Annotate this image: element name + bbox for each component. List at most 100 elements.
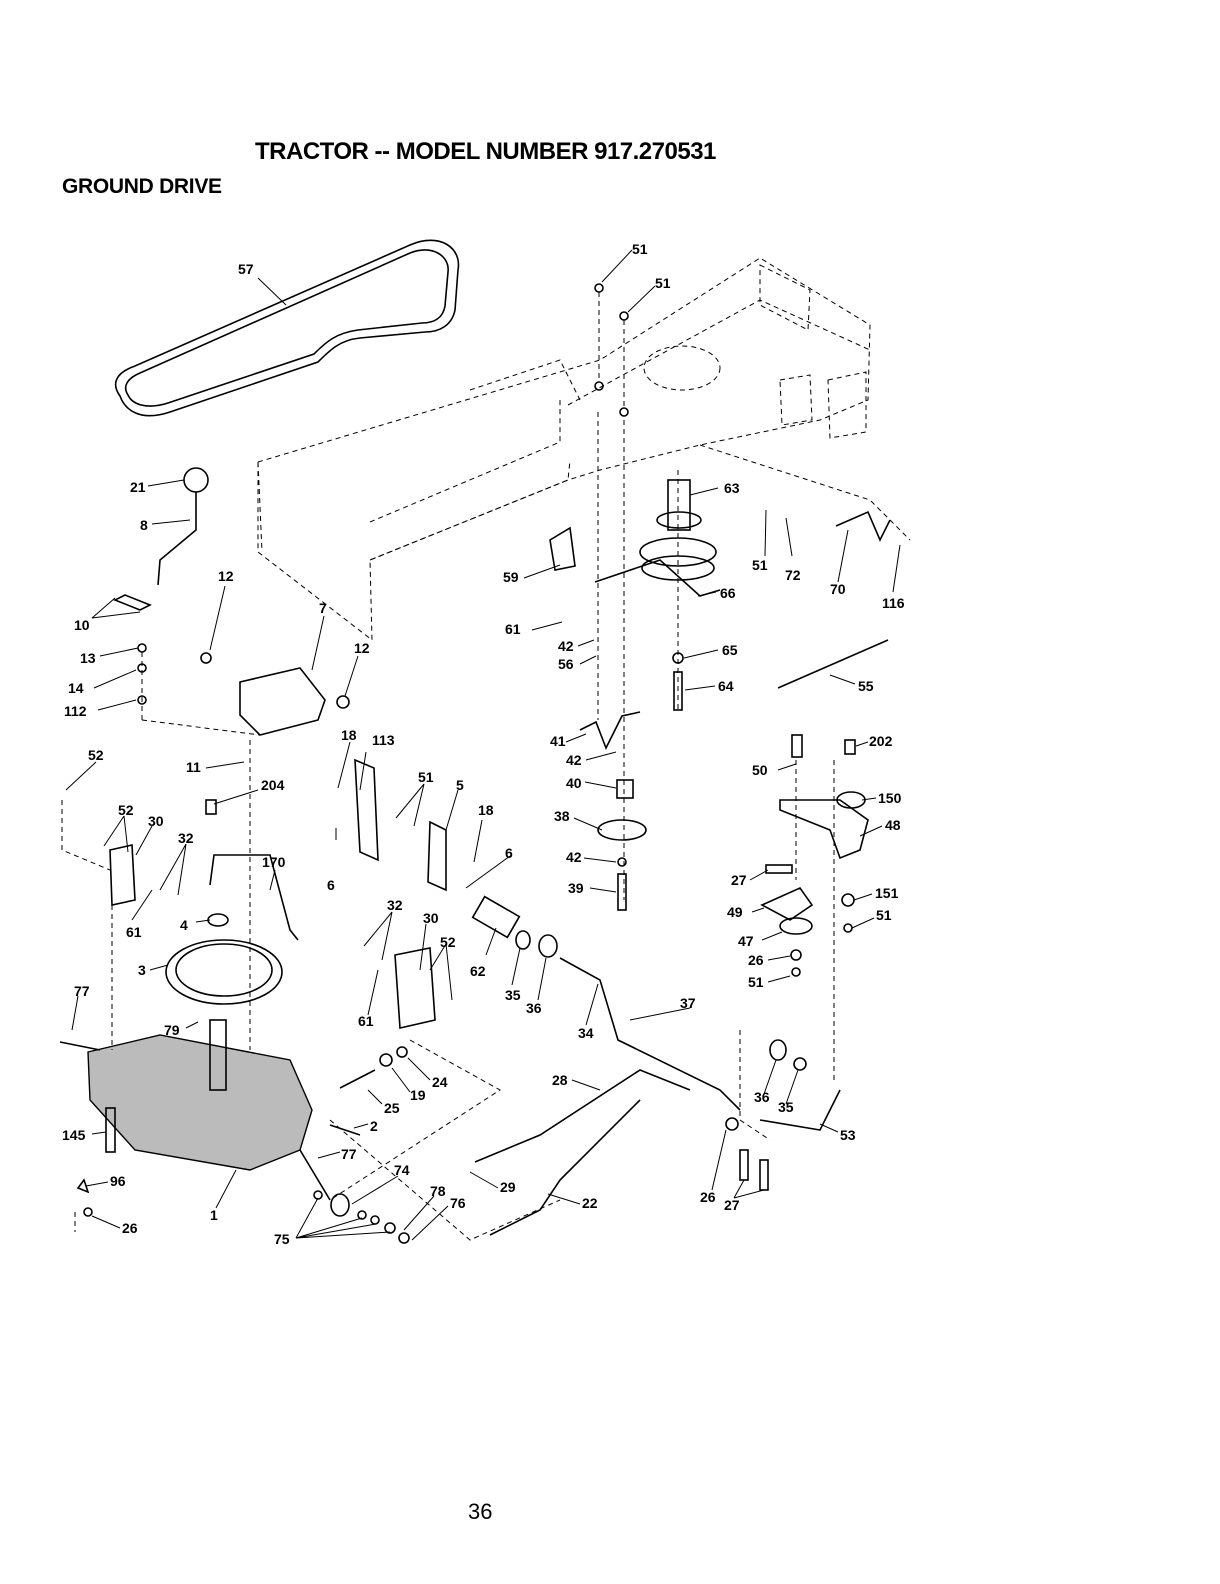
part-label: 40 [566,775,582,791]
page-title: TRACTOR -- MODEL NUMBER 917.270531 [255,138,716,165]
part-label: 36 [754,1089,770,1105]
part-label: 10 [74,617,90,633]
part-label: 42 [566,752,582,768]
part-label: 78 [430,1183,446,1199]
part-label: 36 [526,1000,542,1016]
part-label: 30 [423,910,439,926]
part-label: 150 [878,790,902,806]
part-label: 170 [262,854,286,870]
fasteners [594,283,679,900]
part-label: 57 [238,261,254,277]
part-label: 51 [418,769,434,785]
part-label: 42 [566,849,582,865]
part-label: 113 [372,732,395,748]
part-label: 12 [354,640,370,656]
part-label: 35 [778,1099,794,1115]
part-label: 75 [274,1231,290,1247]
part-label: 6 [327,877,335,893]
part-label: 24 [432,1074,448,1090]
part-label: 6 [505,845,513,861]
part-label: 51 [748,974,764,990]
part-label: 8 [140,517,148,533]
part-label: 18 [478,802,494,818]
part-label: 77 [341,1146,357,1162]
part-label: 26 [122,1220,138,1236]
part-label: 26 [748,952,764,968]
part-label: 74 [394,1162,410,1178]
part-label: 29 [500,1179,516,1195]
part-label: 49 [727,904,743,920]
part-label: 65 [722,642,738,658]
part-label: 22 [582,1195,598,1211]
part-label: 1 [210,1207,218,1223]
drive-belt [114,239,460,417]
part-label: 53 [840,1127,856,1143]
part-label: 61 [358,1013,374,1029]
part-label: 27 [731,872,747,888]
part-label: 145 [62,1127,86,1143]
part-label: 55 [858,678,874,694]
section-subtitle: GROUND DRIVE [62,175,222,198]
part-label: 47 [738,933,754,949]
part-label: 151 [875,885,899,901]
part-label: 2 [370,1118,378,1134]
transaxle-pulley [165,939,283,1005]
callout-leaders [65,249,901,1241]
part-label: 76 [450,1195,466,1211]
control-bracket [239,667,326,736]
part-label: 42 [558,638,574,654]
part-label: 19 [410,1087,426,1103]
part-label: 32 [178,830,194,846]
part-label: 14 [68,680,84,696]
part-label: 72 [785,567,801,583]
part-label: 52 [88,747,104,763]
part-label: 28 [552,1072,568,1088]
tension-spring [777,639,889,689]
shift-knob [183,467,209,493]
part-label: 62 [470,963,486,979]
part-label: 50 [752,762,768,778]
part-label: 35 [505,987,521,1003]
part-label: 77 [74,983,90,999]
part-label: 79 [164,1022,180,1038]
part-label: 37 [680,995,696,1011]
idler-pulley-assembly [639,479,717,711]
part-label: 34 [578,1025,594,1041]
part-label: 70 [830,581,846,597]
part-label: 3 [138,962,146,978]
return-spring [339,1069,376,1089]
part-label: 51 [632,241,648,257]
part-label: 96 [110,1173,126,1189]
part-label: 51 [655,275,671,291]
part-label: 41 [550,733,566,749]
part-label: 48 [885,817,901,833]
part-label: 52 [440,934,456,950]
part-label: 51 [876,907,892,923]
part-label: 202 [869,733,893,749]
part-label: 51 [752,557,768,573]
part-label: 18 [341,727,357,743]
part-label: 26 [700,1189,716,1205]
part-label: 21 [130,479,146,495]
page-number: 36 [468,1499,493,1524]
part-label: 59 [503,569,519,585]
part-label: 12 [218,568,234,584]
assembly-guide-lines [61,719,835,1241]
part-label: 25 [384,1100,400,1116]
part-number-labels: 57 51 51 21 8 12 10 7 13 12 14 112 63 51… [62,241,905,1247]
transaxle [59,1019,331,1201]
cross-shaft [559,957,741,1111]
part-label: 4 [180,917,188,933]
part-label: 30 [148,813,164,829]
part-label: 13 [80,650,96,666]
part-label: 7 [319,600,327,616]
part-label: 32 [387,897,403,913]
brake-bracket [779,799,869,860]
part-label: 204 [261,777,285,793]
part-label: 11 [186,759,201,775]
part-label: 66 [720,585,736,601]
part-label: 112 [64,703,87,719]
part-label: 39 [568,880,584,896]
part-label: 5 [456,777,464,793]
